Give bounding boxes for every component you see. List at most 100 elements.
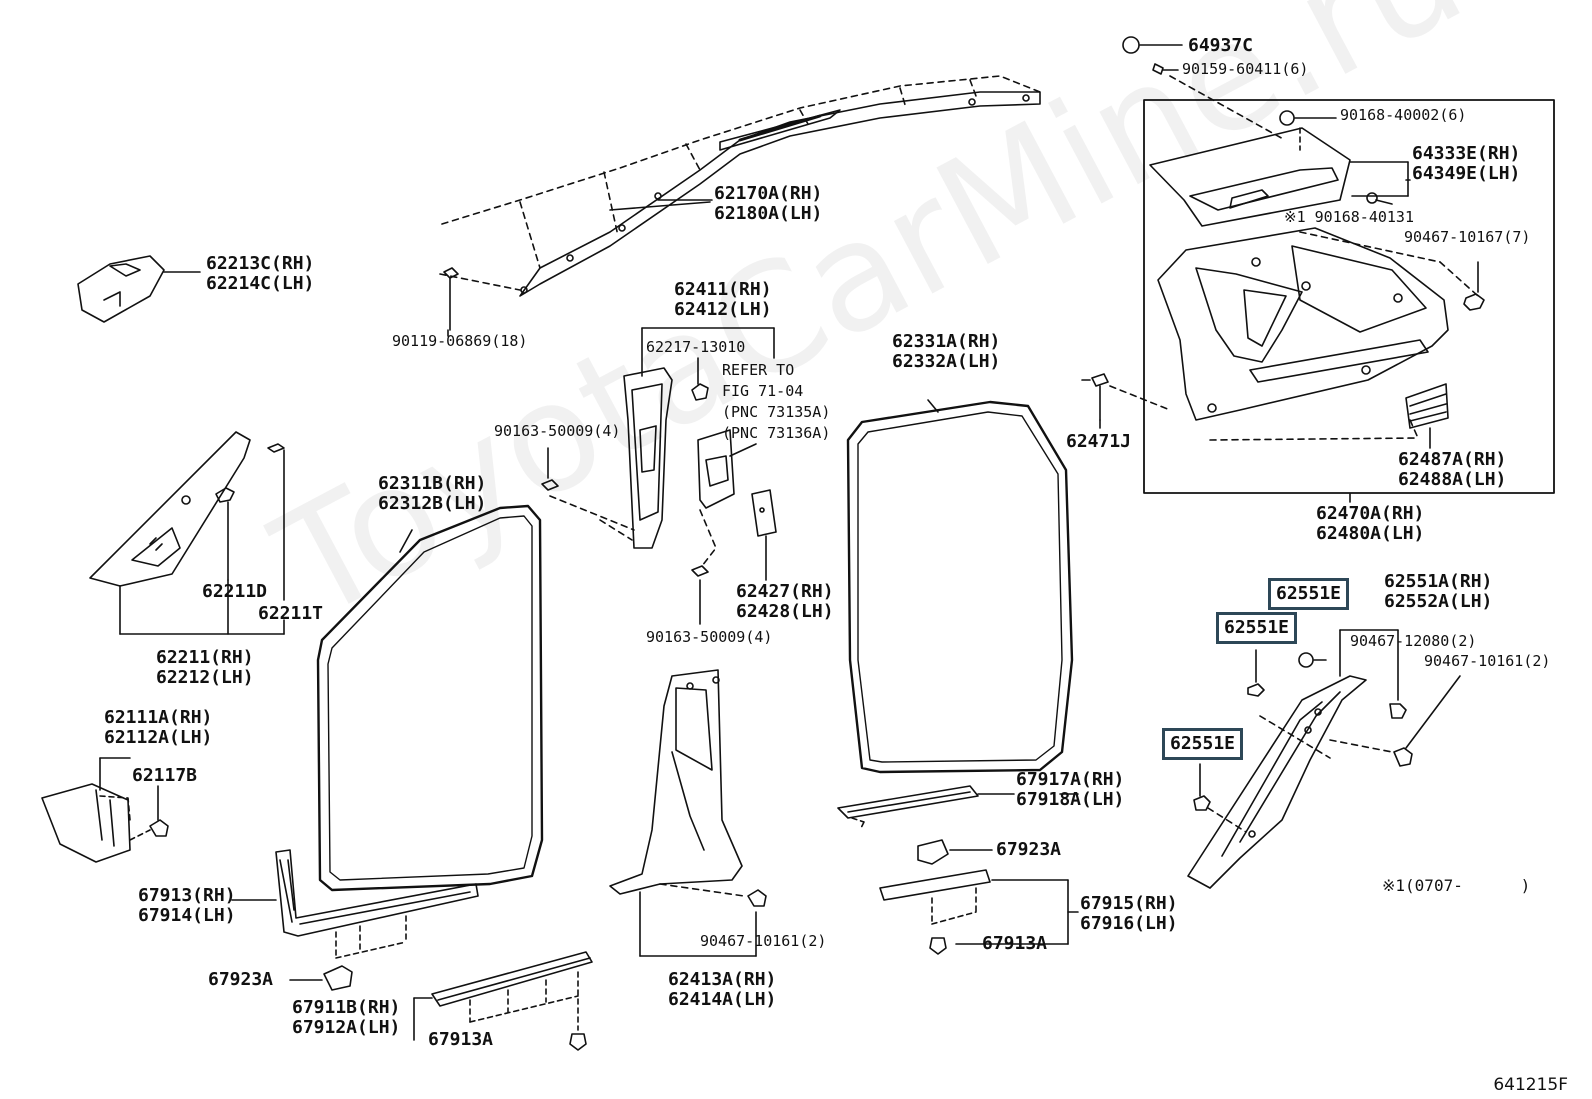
label-line: FIG 71-04 xyxy=(722,382,804,400)
highlight-62551e-bottom[interactable]: 62551E xyxy=(1162,728,1244,760)
label-62170a: 62170A(RH)62180A(LH) xyxy=(714,184,822,224)
cowl-side-panel-62111a xyxy=(41,757,169,863)
label-refer: REFER TO FIG 71-04 (PNC 73135A) (PNC 73136A… xyxy=(722,360,830,444)
label-67913: 67913(RH)67914(LH) xyxy=(138,886,236,926)
label-line: 62480A(LH) xyxy=(1316,523,1425,544)
label-67913a-right: 67913A xyxy=(982,934,1047,954)
label-line: 62413A(RH) xyxy=(668,969,777,990)
label-line: 62551A(RH) xyxy=(1384,571,1493,592)
note-footnote: ※1(0707- ) xyxy=(1382,876,1531,895)
a-pillar-garnish-62211 xyxy=(89,431,285,635)
curtain-airbag-62170a xyxy=(439,75,1041,297)
label-line: 90467-12080(2) xyxy=(1350,632,1477,650)
highlight-62551e-top[interactable]: 62551E xyxy=(1268,578,1350,610)
label-64937c: 64937C xyxy=(1188,36,1253,56)
label-62413a: 62413A(RH)62414A(LH) xyxy=(668,970,776,1010)
label-62551a: 62551A(RH)62552A(LH) xyxy=(1384,572,1492,612)
quarter-trim-detail-box xyxy=(1143,99,1555,494)
label-64333e: 64333E(RH)64349E(LH) xyxy=(1412,144,1520,184)
label-line: (PNC 73136A) xyxy=(722,424,831,442)
label-line: (PNC 73135A) xyxy=(722,403,831,421)
label-line: REFER TO xyxy=(722,361,795,379)
label-line: 67923A xyxy=(996,839,1062,860)
label-line: 67917A(RH) xyxy=(1016,769,1125,790)
label-62211: 62211(RH)62212(LH) xyxy=(156,648,254,688)
label-line: 67913A xyxy=(428,1029,494,1050)
label-line: 90467-10161(2) xyxy=(700,932,827,950)
label-67923a-right: 67923A xyxy=(996,840,1061,860)
label-62217: 62217-13010 xyxy=(646,338,745,357)
b-pillar-lower-62413a xyxy=(609,669,767,957)
label-line: 67923A xyxy=(208,969,274,990)
label-line: 62217-13010 xyxy=(646,338,746,356)
b-pillar-upper-62411 xyxy=(549,327,775,549)
label-62211t: 62211T xyxy=(258,604,323,624)
label-67915: 67915(RH)67916(LH) xyxy=(1080,894,1178,934)
label-line: 62211D xyxy=(202,581,268,602)
weatherstrip-62331a xyxy=(846,399,1074,774)
screw-90163a xyxy=(541,447,559,491)
highlight-62551e-middle[interactable]: 62551E xyxy=(1216,612,1298,644)
label-67923a-left: 67923A xyxy=(208,970,273,990)
label-90467b: 90467-10161(2) xyxy=(1424,652,1550,671)
label-line: 62213C(RH) xyxy=(206,253,315,274)
label-line: 62312B(LH) xyxy=(378,493,487,514)
label-line: 64349E(LH) xyxy=(1412,163,1521,184)
label-line: 90159-60411(6) xyxy=(1182,60,1309,78)
clip-90168a xyxy=(1279,110,1337,126)
label-line: 62411(RH) xyxy=(674,279,772,300)
label-line: 62211T xyxy=(258,603,324,624)
seatbelt-guide-cover xyxy=(697,429,777,581)
label-line: 62487A(RH) xyxy=(1398,449,1507,470)
label-line: 62180A(LH) xyxy=(714,203,823,224)
label-line: 62488A(LH) xyxy=(1398,469,1507,490)
label-62411: 62411(RH)62412(LH) xyxy=(674,280,772,320)
label-line: 62311B(RH) xyxy=(378,473,487,494)
label-62213c: 62213C(RH)62214C(LH) xyxy=(206,254,314,294)
label-line: 62428(LH) xyxy=(736,601,834,622)
clip-90467c xyxy=(1463,261,1485,311)
label-62111a: 62111A(RH)62112A(LH) xyxy=(104,708,212,748)
label-line: 62111A(RH) xyxy=(104,707,213,728)
label-62471j: 62471J xyxy=(1066,432,1131,452)
label-62211d: 62211D xyxy=(202,582,267,602)
screw-90119 xyxy=(443,267,459,331)
label-62331a: 62331A(RH)62332A(LH) xyxy=(892,332,1000,372)
step-cover-67911b xyxy=(413,951,593,1051)
vent-62487a xyxy=(1405,383,1449,449)
label-line: 62427(RH) xyxy=(736,581,834,602)
label-line: 67916(LH) xyxy=(1080,913,1178,934)
label-line: 90163-50009(4) xyxy=(494,422,621,440)
label-line: 62412(LH) xyxy=(674,299,772,320)
label-line: ※1 90168-40131 xyxy=(1284,208,1414,226)
label-62311b: 62311B(RH)62312B(LH) xyxy=(378,474,486,514)
label-line: 67914(LH) xyxy=(138,905,236,926)
bracket-62213c xyxy=(77,255,201,323)
label-62427: 62427(RH)62428(LH) xyxy=(736,582,834,622)
label-line: 67911B(RH) xyxy=(292,997,401,1018)
screw-90159 xyxy=(1152,63,1286,141)
clip-67923a-left xyxy=(289,965,353,991)
scuff-plate-67913 xyxy=(231,849,479,959)
label-62117b: 62117B xyxy=(132,766,197,786)
label-line: 90119-06869(18) xyxy=(392,332,528,350)
cap-64937c xyxy=(1122,36,1183,54)
label-line: 67918A(LH) xyxy=(1016,789,1125,810)
label-90159: 90159-60411(6) xyxy=(1182,60,1308,79)
label-line: 64937C xyxy=(1188,35,1254,56)
label-line: 62211(RH) xyxy=(156,647,254,668)
scuff-plate-67917a xyxy=(837,785,1015,831)
label-line: 64333E(RH) xyxy=(1412,143,1521,164)
label-line: 62471J xyxy=(1066,431,1132,452)
c-pillar-trim-62551a xyxy=(1187,629,1461,889)
label-line: 62331A(RH) xyxy=(892,331,1001,352)
label-62487a: 62487A(RH)62488A(LH) xyxy=(1398,450,1506,490)
label-67911b: 67911B(RH)67912A(LH) xyxy=(292,998,400,1038)
label-line: 67913A xyxy=(982,933,1048,954)
label-line: 62414A(LH) xyxy=(668,989,777,1010)
label-line: 62212(LH) xyxy=(156,667,254,688)
leader-lines xyxy=(447,179,1411,913)
figure-code: 641215F xyxy=(1493,1075,1568,1095)
